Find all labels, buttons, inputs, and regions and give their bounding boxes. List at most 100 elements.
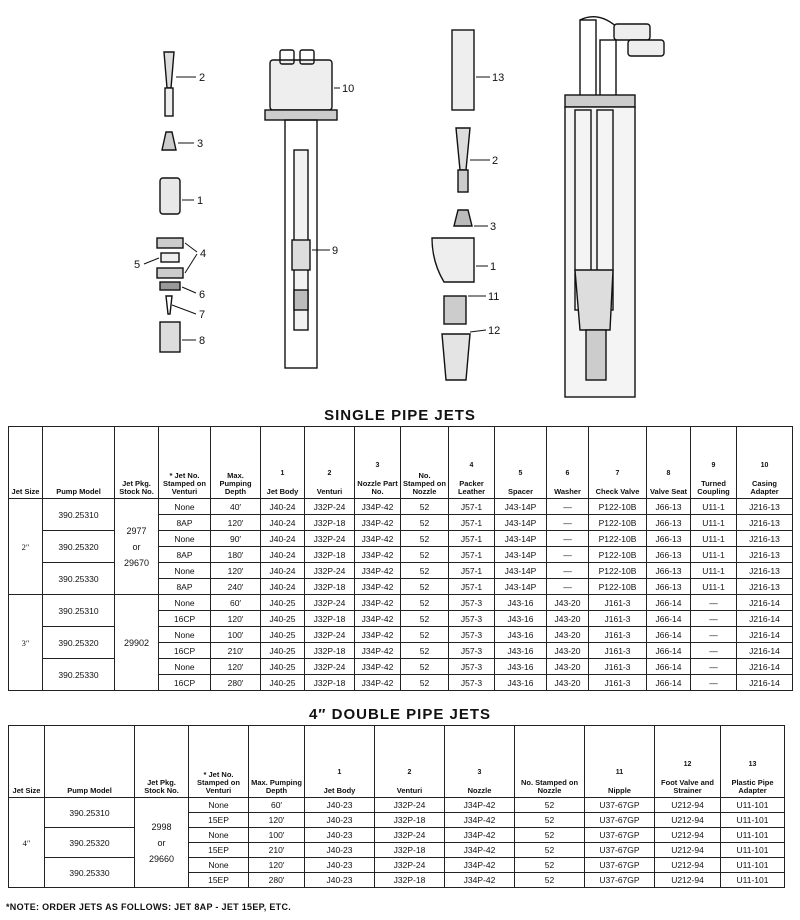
column-label: * Jet No. Stamped on Venturi	[197, 770, 240, 795]
part-number-ref: 10	[760, 462, 769, 469]
table-cell: J32P-18	[304, 642, 355, 659]
table-cell: 280′	[210, 674, 261, 691]
table-cell: J216-13	[736, 578, 793, 595]
callout-label: 7	[199, 309, 205, 321]
table-cell: 180′	[210, 546, 261, 563]
table-cell: 40′	[210, 498, 261, 515]
jet-size-cell: 4″	[8, 797, 45, 888]
column-label: Jet Body	[323, 786, 356, 795]
table-cell: 52	[514, 872, 585, 888]
table-cell: —	[690, 610, 737, 627]
table-cell: J57-3	[448, 594, 495, 611]
column-label: Max. Pumping Depth	[219, 471, 252, 496]
table-cell: J32P-18	[304, 674, 355, 691]
table-cell: U11-1	[690, 546, 737, 563]
table-cell: J40-25	[260, 610, 305, 627]
table-cell: None	[188, 857, 249, 873]
parts-illustration: 2 3 1 4 5 6 7 8 10 9 13 2 3 1 11 12	[134, 16, 665, 398]
table-cell: U212-94	[654, 827, 721, 843]
table-cell: J34P-42	[444, 797, 515, 813]
table-cell: None	[188, 827, 249, 843]
table-cell: 52	[400, 658, 449, 675]
column-header: No. Stamped on Nozzle	[514, 725, 585, 798]
part-number-ref	[161, 454, 208, 462]
table-cell: J34P-42	[354, 530, 401, 547]
table-cell: 15EP	[188, 812, 249, 828]
table-cell: J40-25	[260, 674, 305, 691]
table-cell: J216-14	[736, 658, 793, 675]
table-cell: 52	[400, 610, 449, 627]
table-cell: J40-25	[260, 642, 305, 659]
table-cell: 120′	[210, 610, 261, 627]
callout-label: 2	[492, 155, 498, 167]
table-cell: J57-3	[448, 674, 495, 691]
table-cell: 52	[514, 812, 585, 828]
table-cell: U11-101	[720, 797, 785, 813]
part-number-ref	[191, 753, 246, 761]
part-number-ref: 2	[327, 470, 332, 477]
double-pipe-table: Jet Size Pump Model Jet Pkg. Stock No. *…	[8, 725, 785, 888]
table-cell: 52	[400, 594, 449, 611]
table-cell: J216-13	[736, 514, 793, 531]
table-cell: 240′	[210, 578, 261, 595]
table-cell: J34P-42	[354, 498, 401, 515]
table-cell: 52	[400, 546, 449, 563]
table-cell: J34P-42	[354, 594, 401, 611]
table-cell: U37-67GP	[584, 827, 655, 843]
table-cell: 100′	[210, 626, 261, 643]
table-cell: 52	[400, 514, 449, 531]
part-number-ref	[213, 454, 258, 462]
table-cell: J216-14	[736, 610, 793, 627]
pump-model-cell: 390.25320	[42, 530, 115, 563]
table-cell: J40-24	[260, 530, 305, 547]
table-cell: J40-23	[304, 872, 375, 888]
table-cell: 120′	[210, 514, 261, 531]
table-cell: 120′	[248, 812, 305, 828]
table-cell: —	[546, 498, 589, 515]
column-label: Nozzle Part No.	[357, 479, 398, 496]
table-cell: J57-1	[448, 530, 495, 547]
table-cell: U11-1	[690, 498, 737, 515]
part-number-ref	[251, 761, 302, 769]
table-cell: 52	[400, 674, 449, 691]
table-cell: J32P-24	[304, 530, 355, 547]
part-number-ref: 1	[280, 470, 285, 477]
table-cell: J40-23	[304, 842, 375, 858]
table-cell: J40-23	[304, 857, 375, 873]
table-cell: J34P-42	[354, 642, 401, 659]
part-number-ref: 9	[711, 462, 716, 469]
table-cell: 120′	[248, 857, 305, 873]
column-header: Jet Pkg. Stock No.	[114, 426, 159, 499]
callout-label: 3	[197, 138, 203, 150]
part-number-ref: 5	[518, 470, 523, 477]
table-cell: 52	[400, 642, 449, 659]
table-cell: P122-10B	[588, 546, 647, 563]
table-cell: J40-24	[260, 562, 305, 579]
table-cell: J40-23	[304, 812, 375, 828]
table-cell: J66-13	[646, 530, 691, 547]
table-cell: 16CP	[158, 642, 211, 659]
table-cell: U212-94	[654, 797, 721, 813]
table-cell: —	[546, 546, 589, 563]
stock-number-cell: 29902	[114, 594, 159, 691]
table-cell: J66-14	[646, 610, 691, 627]
table-cell: J34P-42	[354, 658, 401, 675]
column-label: Max. Pumping Depth	[251, 778, 302, 795]
table-cell: —	[546, 514, 589, 531]
single-pipe-table: Jet Size Pump Model Jet Pkg. Stock No. *…	[8, 426, 793, 691]
callout-label: 6	[199, 289, 205, 301]
column-header: * Jet No. Stamped on Venturi	[158, 426, 211, 499]
column-header: Max. Pumping Depth	[210, 426, 261, 499]
part-number-ref: 8	[666, 470, 671, 477]
column-header: No. Stamped on Nozzle	[400, 426, 449, 499]
table-cell: 120′	[210, 658, 261, 675]
table-cell: J66-14	[646, 674, 691, 691]
